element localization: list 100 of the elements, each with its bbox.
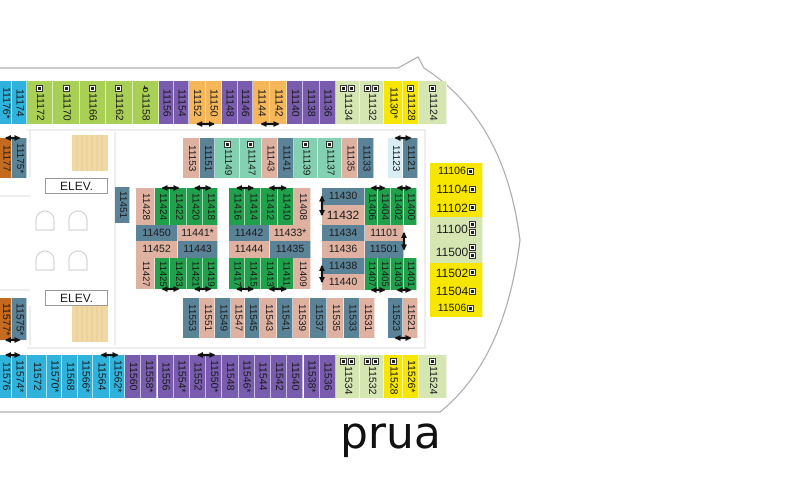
cabin-number: 11444 bbox=[234, 244, 264, 255]
cabin-box bbox=[360, 355, 384, 398]
cabin-box bbox=[231, 298, 245, 338]
cabin-number: 11536 bbox=[322, 362, 333, 391]
cabin-number: 11175* bbox=[14, 142, 24, 174]
cabin-number: 11442 bbox=[234, 228, 264, 238]
cabin-number: 11416 bbox=[232, 192, 242, 220]
cabin-box bbox=[0, 138, 12, 178]
cabin-box bbox=[125, 355, 142, 398]
cabin-number: 11410 bbox=[280, 192, 290, 220]
cabin-box bbox=[53, 81, 80, 124]
cabin-number: 11506 bbox=[438, 303, 466, 314]
cabin-number: 11415 bbox=[248, 260, 258, 286]
cabin-number: 11562* bbox=[112, 360, 122, 393]
cabin-box bbox=[360, 81, 384, 124]
cabin-number: 11401 bbox=[405, 261, 415, 287]
cabin-number: 11104 bbox=[436, 183, 468, 195]
cabin-box bbox=[365, 241, 404, 258]
cabin-box bbox=[245, 258, 261, 289]
cabin-box bbox=[388, 298, 403, 338]
connecting-arrow bbox=[194, 286, 212, 292]
cabin-number: 11443 bbox=[183, 244, 212, 255]
cabin-box bbox=[430, 198, 483, 217]
cabin-number: 11424 bbox=[157, 192, 167, 220]
cabin-box bbox=[136, 225, 178, 241]
cabin-box bbox=[78, 355, 93, 398]
cabin-box bbox=[206, 355, 222, 398]
cabin-number: 11142 bbox=[272, 88, 284, 116]
cabin-number: 11547 bbox=[232, 304, 242, 332]
cabin-number: 11170 bbox=[60, 92, 72, 120]
cabin-box bbox=[336, 355, 360, 398]
cabin-box bbox=[403, 138, 418, 178]
cabin-number: 11402 bbox=[392, 192, 402, 220]
cabin-box bbox=[229, 241, 270, 258]
connecting-arrow bbox=[5, 135, 20, 141]
cabin-number: 11409 bbox=[297, 260, 307, 286]
cabin-box bbox=[222, 81, 238, 124]
cabin-box bbox=[27, 81, 54, 124]
cabin-number: 11551 bbox=[202, 304, 212, 332]
cabin-number: 11542 bbox=[273, 362, 284, 391]
connecting-arrow bbox=[162, 286, 180, 292]
cabin-number: 11419 bbox=[205, 260, 215, 286]
cabin-number: 11106 bbox=[438, 166, 466, 177]
cabin-box bbox=[203, 188, 218, 225]
cabin-number: 11428 bbox=[140, 192, 150, 220]
cabin-box bbox=[378, 188, 391, 225]
cabin-number: 11546* bbox=[240, 360, 252, 393]
cabin-number: 11535 bbox=[330, 304, 340, 332]
cabin-box bbox=[222, 355, 239, 398]
connecting-arrow bbox=[268, 286, 287, 292]
connecting-arrow bbox=[260, 121, 280, 127]
cabin-number: 11553 bbox=[186, 304, 196, 332]
cabin-number: 11450 bbox=[142, 228, 171, 238]
cabin-number: 11538* bbox=[306, 360, 316, 393]
cabin-box bbox=[278, 258, 294, 289]
cabin-number: 11560 bbox=[127, 362, 138, 391]
cabin-number: 11121 bbox=[405, 144, 415, 172]
cabin-number: 11568 bbox=[64, 362, 75, 391]
cabin-number: 11500 bbox=[436, 246, 468, 258]
cabin-box bbox=[403, 298, 418, 338]
connecting-arrow bbox=[5, 352, 20, 358]
cabin-box bbox=[318, 138, 342, 178]
cabin-number: 11425 bbox=[157, 260, 167, 286]
cabin-box bbox=[388, 138, 403, 178]
elevator-box bbox=[45, 290, 108, 306]
connecting-arrow bbox=[394, 135, 412, 141]
cabin-number: 11435 bbox=[276, 244, 304, 255]
cabin-number: 11430 bbox=[328, 191, 358, 202]
cabin-box bbox=[12, 138, 27, 178]
cabin-number: 11151 bbox=[202, 144, 212, 172]
cabin-number: 11152 bbox=[192, 88, 202, 116]
cabin-number: 11436 bbox=[328, 244, 358, 255]
cabin-number: 11102 bbox=[436, 202, 468, 214]
cabin-box bbox=[270, 81, 287, 124]
cabin-box bbox=[238, 81, 253, 124]
cabin-box bbox=[322, 258, 365, 274]
cabin-number: 11550* bbox=[208, 360, 220, 393]
cabin-number: 11524 bbox=[427, 366, 438, 395]
cabin-number: 11148 bbox=[224, 88, 234, 116]
cabin-number: 11128 bbox=[405, 92, 416, 120]
cabin-box bbox=[304, 355, 320, 398]
cabin-box bbox=[403, 355, 419, 398]
cabin-number: 11158 bbox=[140, 92, 151, 120]
cabin-number: 11404 bbox=[379, 192, 389, 220]
cabin-number: 11433* bbox=[274, 228, 306, 238]
elevator-label: ELEV. bbox=[60, 180, 93, 192]
cabin-number: 11172 bbox=[34, 92, 45, 120]
cabin-box bbox=[403, 81, 419, 124]
cabin-number: 11441* bbox=[181, 228, 214, 238]
connecting-arrow bbox=[319, 196, 325, 216]
cabin-box bbox=[253, 81, 270, 124]
cabin-box bbox=[293, 298, 310, 338]
cabin-number: 11149 bbox=[222, 148, 232, 176]
cabin-box bbox=[336, 81, 360, 124]
connecting-arrow bbox=[394, 335, 412, 341]
cabin-box bbox=[110, 355, 125, 398]
cabin-number: 11412 bbox=[264, 192, 274, 220]
cabin-box bbox=[320, 355, 336, 398]
cabin-box bbox=[270, 241, 311, 258]
cabin-number: 11502 bbox=[436, 266, 468, 278]
